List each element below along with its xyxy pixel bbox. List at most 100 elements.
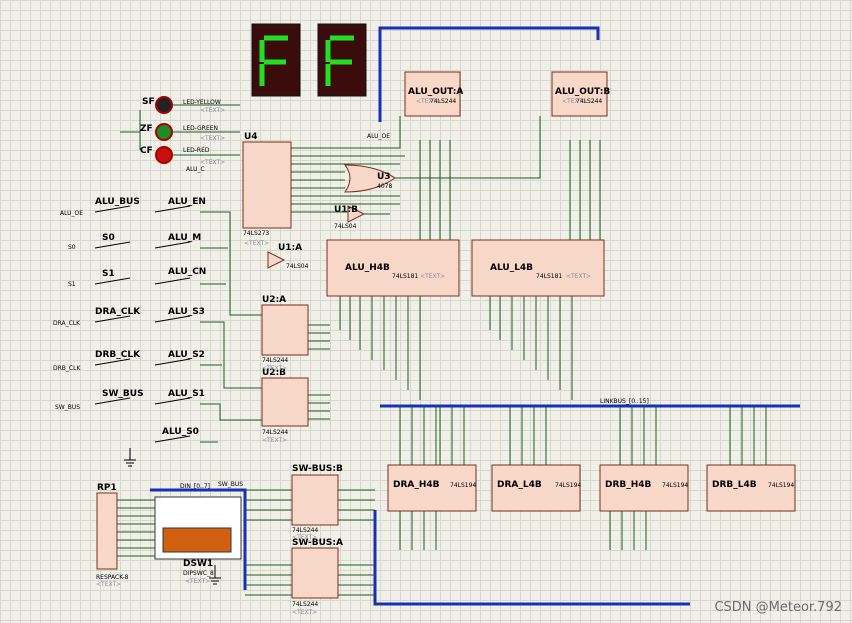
text-placeholder-led2: <TEXT>: [200, 135, 225, 142]
u4-name: U4: [244, 132, 258, 142]
text-placeholder-sw-bus-a: <TEXT>: [292, 609, 317, 616]
alu-h4b-chip: [326, 239, 460, 297]
drb-h4b-name: DRB_H4B: [605, 480, 652, 490]
u2a-name: U2:A: [262, 295, 286, 305]
led-cf-label: CF: [140, 146, 153, 156]
text-placeholder-dsw1: <TEXT>: [185, 578, 210, 585]
seven-seg-display-1: [251, 23, 301, 97]
dra-l4b-part: 74LS194: [555, 482, 581, 489]
watermark-text: CSDN @Meteor.792: [714, 600, 842, 615]
text-placeholder-sw-bus-b: <TEXT>: [292, 534, 317, 541]
switch-s1-label: S1: [102, 269, 115, 279]
u1b-name: U1:B: [334, 205, 358, 215]
alu-out-b-part: 74LS244: [576, 98, 602, 105]
u3-gate: [343, 164, 396, 193]
switch-column-left: ALU_BUS S0 S1 DRA_CLK DRB_CLK SW_BUS: [95, 197, 144, 399]
switch-alu-bus-label: ALU_BUS: [95, 197, 140, 207]
alu-out-a-part: 74LS244: [430, 98, 456, 105]
terminal-dra-clk: DRA_CLK: [53, 320, 81, 327]
alu-out-a-name: ALU_OUT:A: [408, 87, 463, 97]
u2b-name: U2:B: [262, 368, 286, 378]
top-bus-line: [378, 26, 600, 122]
switch-alu-s1-label: ALU_S1: [168, 389, 205, 399]
dra-h4b-chip: [387, 464, 477, 512]
terminal-s0: S0: [68, 244, 76, 251]
sw-bus-net-label: SW_BUS: [218, 481, 243, 488]
switch-alu-s0-label: ALU_S0: [162, 427, 199, 437]
text-placeholder-alu-out-b: <TEXT>: [562, 98, 587, 105]
drb-l4b-part: 74LS194: [768, 482, 794, 489]
rp1-name: RP1: [97, 483, 117, 493]
bottom-bus-line: [373, 510, 690, 606]
alu-l4b-chip: [471, 239, 605, 297]
u1a-part: 74LS04: [286, 263, 309, 270]
text-placeholder-led1: <TEXT>: [200, 107, 225, 114]
din-bus-label: DIN_[0..7]: [180, 483, 210, 490]
drb-h4b-chip: [599, 464, 689, 512]
led-zf-label: ZF: [140, 124, 153, 134]
rp1-part: RESPACK-8: [96, 574, 129, 581]
rp1-chip: [96, 492, 118, 570]
dra-h4b-name: DRA_H4B: [393, 480, 440, 490]
dsw1-switches[interactable]: [162, 527, 232, 553]
u2b-chip: [261, 377, 309, 427]
switch-drb-clk-label: DRB_CLK: [95, 350, 141, 360]
switch-sw-bus-label: SW_BUS: [102, 389, 144, 399]
u1a-gate: [267, 251, 286, 269]
u2a-part: 74LS244: [262, 357, 288, 364]
alu-out-b-name: ALU_OUT:B: [555, 87, 610, 97]
sw-bus-a-part: 74LS244: [292, 601, 318, 608]
alu-h4b-name: ALU_H4B: [345, 263, 390, 273]
switch-symbols[interactable]: [94, 205, 191, 443]
sw-bus-b-part: 74LS244: [292, 527, 318, 534]
drb-h4b-part: 74LS194: [662, 482, 688, 489]
u1b-part: 74LS04: [334, 223, 357, 230]
u3-part: 4078: [377, 183, 392, 190]
text-placeholder-alu-l4b: <TEXT>: [566, 273, 591, 280]
text-placeholder-alu-h4b: <TEXT>: [420, 273, 445, 280]
ground-symbol-2: [209, 565, 221, 585]
led-green-part: LED-GREEN: [183, 125, 218, 132]
alu-h4b-part: 74LS181: [392, 273, 418, 280]
u1a-name: U1:A: [278, 243, 302, 253]
text-placeholder-u2b: <TEXT>: [262, 437, 287, 444]
terminal-alu-c: ALU_C: [186, 166, 205, 173]
led-sf-label: SF: [142, 97, 155, 107]
alu-l4b-name: ALU_L4B: [490, 263, 533, 273]
drb-l4b-name: DRB_L4B: [712, 480, 757, 490]
alu-out-b-chip: [551, 71, 608, 117]
led-red-part: LED-RED: [183, 147, 210, 154]
alu-l4b-part: 74LS181: [536, 273, 562, 280]
switch-alu-s3-label: ALU_S3: [168, 307, 205, 317]
terminal-alu-oe-top: ALU_OE: [367, 133, 390, 140]
ground-symbol-1: [124, 448, 136, 467]
dra-h4b-part: 74LS194: [450, 482, 476, 489]
u1b-gate: [347, 205, 366, 223]
u2a-chip: [261, 304, 309, 356]
text-placeholder-u2a: <TEXT>: [262, 365, 287, 372]
led-group: [120, 96, 240, 164]
u2b-part: 74LS244: [262, 429, 288, 436]
text-placeholder-alu-out-a: <TEXT>: [416, 98, 441, 105]
text-placeholder-rp1: <TEXT>: [96, 581, 121, 588]
u3-name: U3: [377, 172, 391, 182]
dra-l4b-chip: [491, 464, 581, 512]
led-yellow-part: LED-YELLOW: [183, 99, 221, 106]
sw-bus-b-name: SW-BUS:B: [292, 464, 343, 474]
seven-seg-display-2: [317, 23, 367, 97]
text-placeholder-led3: <TEXT>: [200, 159, 225, 166]
switch-alu-s2-label: ALU_S2: [168, 350, 205, 360]
terminal-drb-clk: DRB_CLK: [53, 365, 81, 372]
terminal-s1: S1: [68, 281, 76, 288]
drb-l4b-chip: [706, 464, 796, 512]
dsw1-part: DIPSWC_8: [183, 570, 214, 577]
switch-alu-m-label: ALU_M: [168, 233, 201, 243]
terminal-sw-bus: SW_BUS: [55, 404, 80, 411]
sw-bus-b-chip: [291, 474, 339, 526]
linkbus-label: LINKBUS_[0..15]: [600, 398, 649, 405]
terminal-alu-oe: ALU_OE: [60, 210, 83, 217]
switch-s0-label: S0: [102, 233, 115, 243]
u4-part: 74LS273: [243, 230, 269, 237]
